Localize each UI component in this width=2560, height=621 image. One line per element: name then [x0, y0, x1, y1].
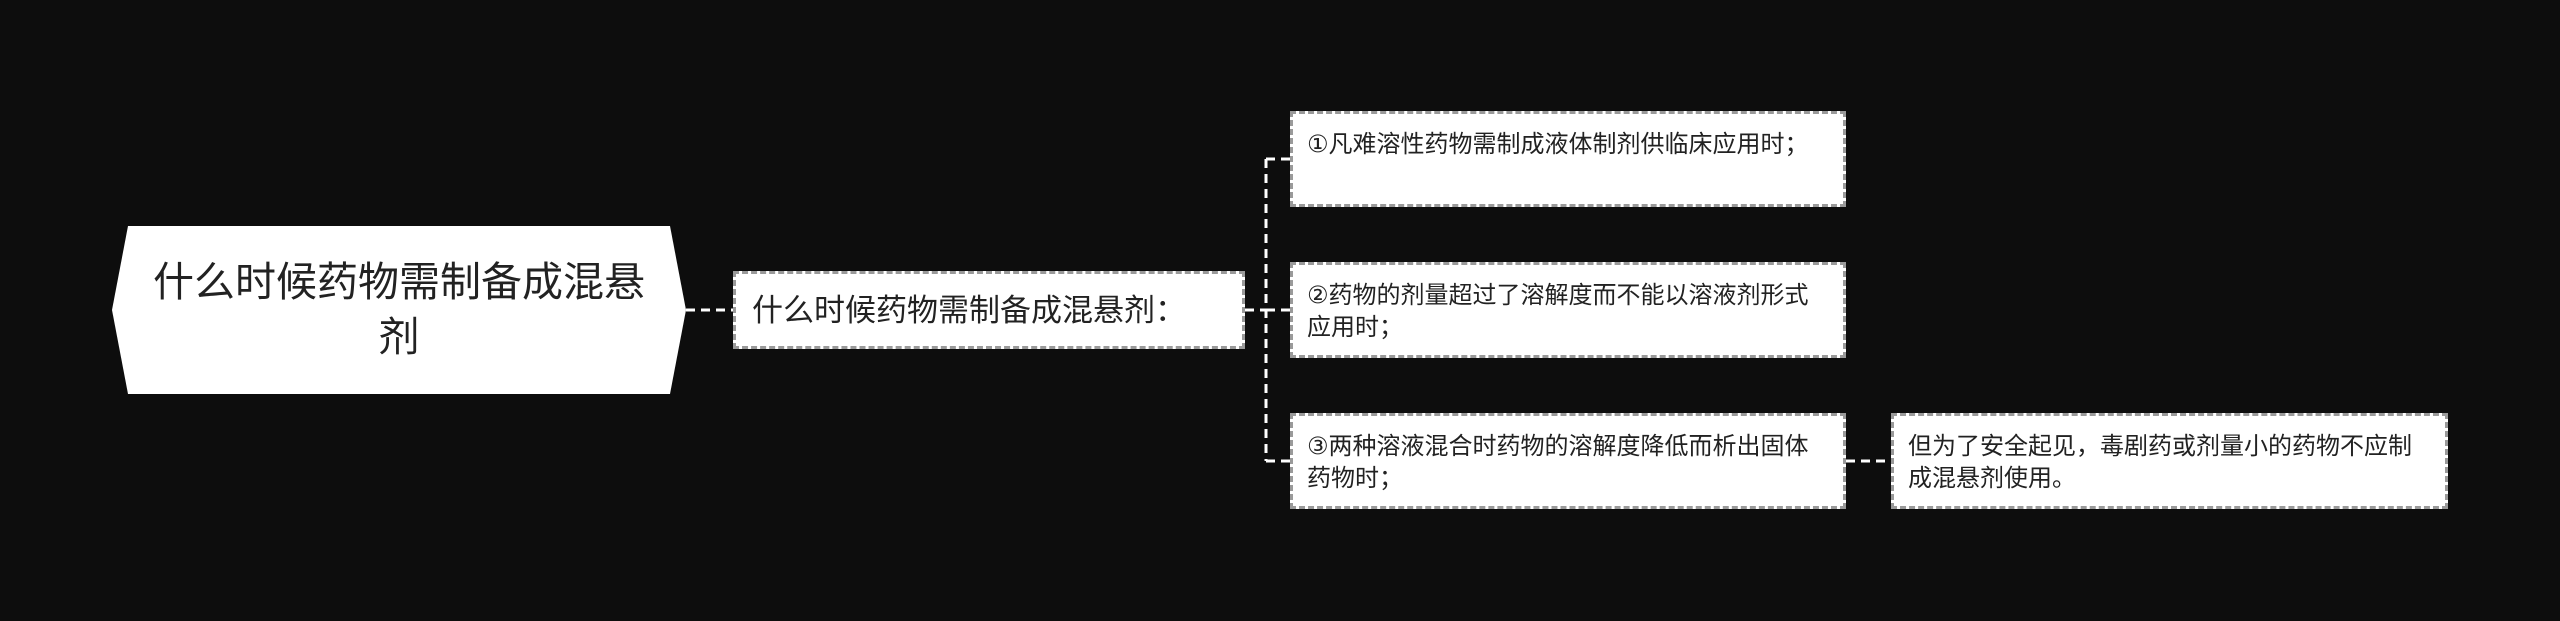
root-topic-title: 什么时候药物需制备成混悬剂: [153, 258, 645, 361]
note-node[interactable]: 但为了安全起见，毒剧药或剂量小的药物不应制成混悬剂使用。: [1891, 413, 2448, 509]
leaf-node-3[interactable]: ③两种溶液混合时药物的溶解度降低而析出固体药物时；: [1290, 413, 1846, 509]
leaf-text-1: ①凡难溶性药物需制成液体制剂供临床应用时；: [1307, 130, 1809, 158]
root-topic-node[interactable]: 什么时候药物需制备成混悬剂: [112, 226, 686, 394]
leaf-text-3: ③两种溶液混合时药物的溶解度降低而析出固体药物时；: [1307, 432, 1809, 492]
note-text: 但为了安全起见，毒剧药或剂量小的药物不应制成混悬剂使用。: [1908, 432, 2412, 492]
branch-label: 什么时候药物需制备成混悬剂：: [752, 293, 1186, 329]
branch-node[interactable]: 什么时候药物需制备成混悬剂：: [733, 271, 1245, 349]
leaf-node-2[interactable]: ②药物的剂量超过了溶解度而不能以溶液剂形式应用时；: [1290, 262, 1846, 358]
leaf-text-2: ②药物的剂量超过了溶解度而不能以溶液剂形式应用时；: [1307, 281, 1809, 341]
leaf-node-1[interactable]: ①凡难溶性药物需制成液体制剂供临床应用时；: [1290, 111, 1846, 207]
root-node-shape: [112, 226, 686, 394]
